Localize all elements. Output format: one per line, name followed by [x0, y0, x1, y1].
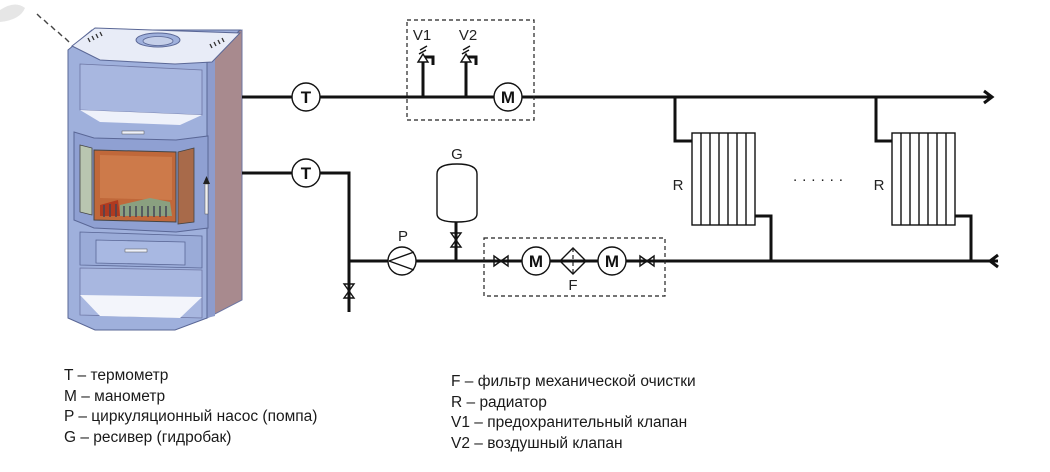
more-radiators-ellipsis: · · · · · · — [793, 171, 844, 188]
shutoff-valve-icon — [639, 254, 655, 268]
legend-right: F – фильтр механической очистки R – ради… — [451, 372, 696, 454]
legend-item: R – радиатор — [451, 393, 547, 411]
legend-item: G – ресивер (гидробак) — [64, 428, 232, 446]
circulation-pump: P — [387, 228, 417, 276]
shutoff-valve-icon — [493, 254, 509, 268]
radiator-icon — [691, 132, 756, 226]
filter-label: F — [568, 277, 577, 294]
legend-item: M – манометр — [64, 387, 166, 405]
filter-group: M F M — [483, 237, 666, 297]
supply-pipe — [242, 89, 995, 105]
thermometer-supply: T — [291, 82, 321, 112]
drain-valve — [342, 283, 356, 299]
radiator-1: R — [673, 97, 773, 261]
shutoff-valve-icon — [342, 283, 356, 299]
receiver: G — [436, 146, 478, 261]
return-pipe — [242, 171, 999, 312]
legend-left: T – термометр M – манометр P – циркуляци… — [64, 366, 317, 448]
manometer-symbol-icon: M — [529, 252, 543, 271]
manometer-symbol-icon: M — [605, 252, 619, 271]
legend-item: T – термометр — [64, 367, 169, 384]
radiator-2: R — [874, 97, 973, 261]
valve-v1-label: V1 — [413, 27, 431, 44]
manometer-symbol-icon: M — [501, 88, 515, 107]
thermometer-symbol-icon: T — [301, 88, 312, 107]
radiator-label: R — [673, 177, 684, 194]
circulation-pump-icon — [387, 246, 417, 276]
legend-item: V1 – предохранительный клапан — [451, 414, 688, 431]
stove-fireplace-icon — [0, 4, 243, 331]
mechanical-filter-icon — [559, 247, 587, 275]
expansion-tank-icon — [436, 163, 478, 223]
thermometer-symbol-icon: T — [301, 164, 312, 183]
radiator-icon — [891, 132, 956, 226]
safety-group: V1 V2 M — [406, 19, 535, 121]
receiver-label: G — [451, 146, 463, 163]
legend-item: F – фильтр механической очистки — [451, 373, 696, 390]
legend-item: P – циркуляционный насос (помпа) — [64, 408, 318, 425]
valve-v2-label: V2 — [459, 27, 477, 44]
shutoff-valve-icon — [449, 232, 463, 248]
legend-item: V2 – воздушный клапан — [451, 434, 623, 452]
radiator-label: R — [874, 177, 885, 194]
pump-label: P — [398, 228, 408, 245]
thermometer-return: T — [291, 158, 321, 188]
